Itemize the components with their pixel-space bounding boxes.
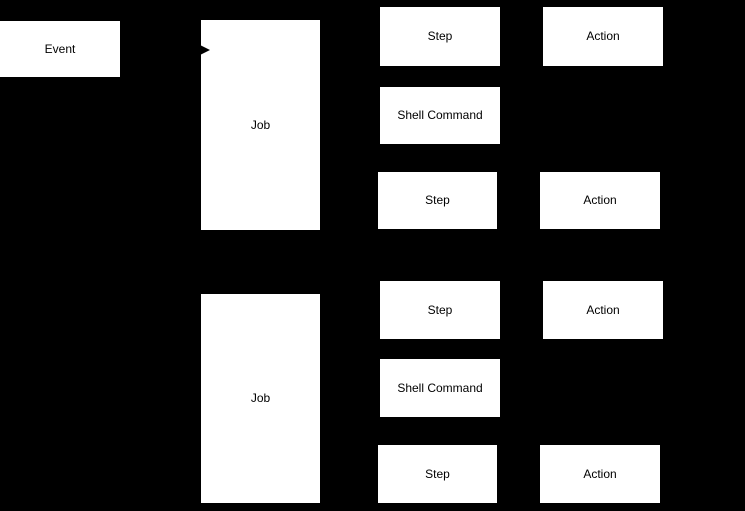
node-label: Job xyxy=(250,117,271,132)
node-step-2[interactable]: Step xyxy=(378,172,497,229)
node-label: Event xyxy=(44,41,76,56)
node-label: Step xyxy=(425,193,450,208)
node-label: Shell Command xyxy=(397,380,483,395)
node-action-3[interactable]: Action xyxy=(543,281,663,339)
node-shell-command-2[interactable]: Shell Command xyxy=(380,359,500,417)
node-step-4[interactable]: Step xyxy=(378,445,497,503)
node-step-3[interactable]: Step xyxy=(380,281,500,339)
node-label: Step xyxy=(427,302,453,317)
node-step-1[interactable]: Step xyxy=(380,7,500,66)
node-label: Action xyxy=(583,466,617,481)
node-label: Shell Command xyxy=(397,108,483,123)
node-label: Step xyxy=(427,29,453,44)
node-action-2[interactable]: Action xyxy=(540,172,660,229)
node-shell-command-1[interactable]: Shell Command xyxy=(380,87,500,144)
connector-arrowhead-icon xyxy=(200,45,210,55)
node-label: Action xyxy=(583,193,617,208)
node-event[interactable]: Event xyxy=(0,21,120,77)
node-label: Action xyxy=(586,302,620,317)
node-label: Job xyxy=(250,391,271,406)
node-action-1[interactable]: Action xyxy=(543,7,663,66)
node-label: Step xyxy=(425,466,450,481)
node-job-2[interactable]: Job xyxy=(201,294,320,503)
node-action-4[interactable]: Action xyxy=(540,445,660,503)
node-label: Action xyxy=(586,29,620,44)
node-job-1[interactable]: Job xyxy=(201,20,320,230)
